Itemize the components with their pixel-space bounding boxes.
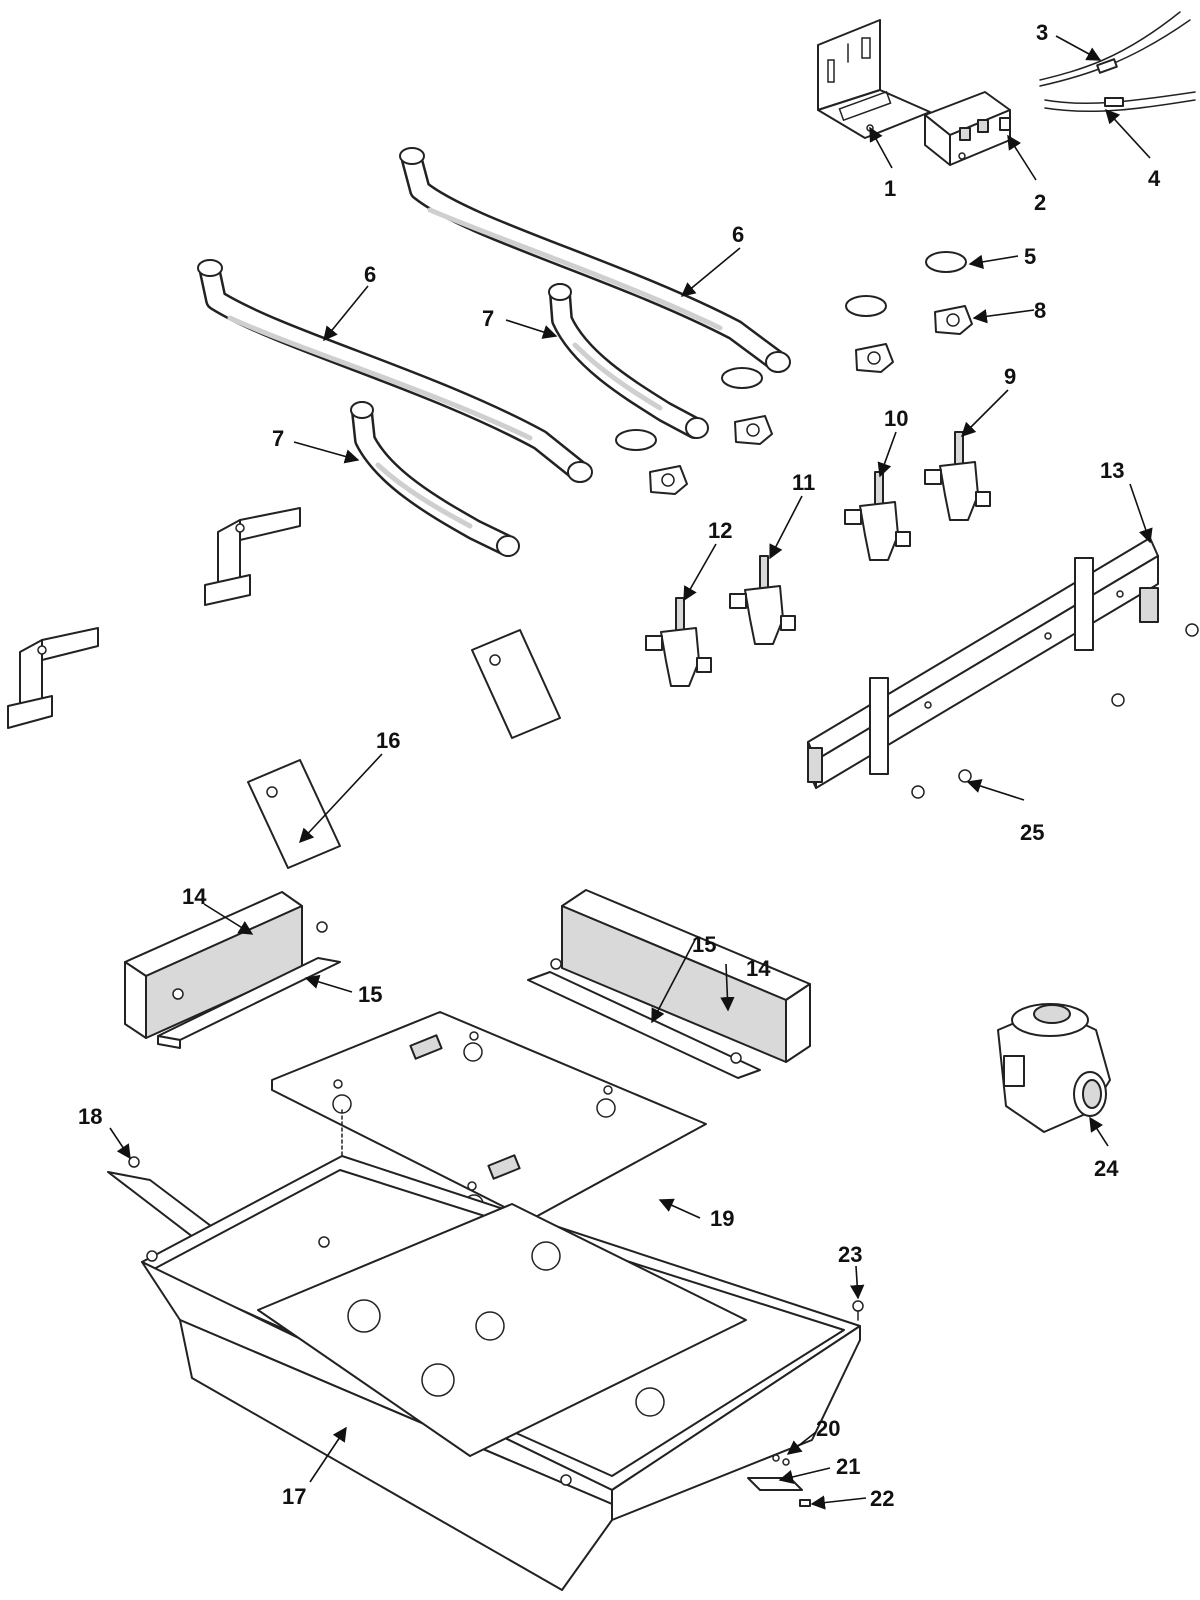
part-4-wire bbox=[1044, 91, 1196, 113]
callout-20: 20 bbox=[816, 1416, 840, 1441]
part-24-regulator bbox=[997, 1003, 1111, 1133]
callout-4: 4 bbox=[1148, 166, 1161, 191]
callout-9: 9 bbox=[1004, 364, 1016, 389]
part-21-strip bbox=[747, 1477, 803, 1491]
part-22-tab bbox=[799, 1499, 811, 1507]
callout-16: 16 bbox=[376, 728, 400, 753]
bracket-center bbox=[471, 629, 561, 739]
part-10-valve bbox=[844, 471, 911, 561]
bracket-left-upper bbox=[204, 507, 301, 606]
part-18-screw bbox=[128, 1156, 140, 1168]
callout-1: 1 bbox=[884, 176, 896, 201]
part-23-screw bbox=[852, 1300, 864, 1321]
callout-6-lower: 6 bbox=[364, 262, 376, 287]
callout-15-right: 15 bbox=[692, 932, 716, 957]
part-7-tube-lower bbox=[350, 401, 520, 557]
part-2-switch-block bbox=[924, 91, 1011, 166]
callout-15-left: 15 bbox=[358, 982, 382, 1007]
callout-3: 3 bbox=[1036, 20, 1048, 45]
part-16-bracket bbox=[247, 759, 341, 869]
callout-19: 19 bbox=[710, 1206, 734, 1231]
callout-14-left: 14 bbox=[182, 884, 207, 909]
part-19-plate bbox=[271, 1011, 707, 1449]
callout-10: 10 bbox=[884, 406, 908, 431]
callout-2: 2 bbox=[1034, 190, 1046, 215]
callout-13: 13 bbox=[1100, 458, 1124, 483]
part-3-wire bbox=[1039, 11, 1191, 87]
callout-24: 24 bbox=[1094, 1156, 1119, 1181]
part-1-bracket bbox=[817, 19, 931, 139]
part-13-manifold bbox=[807, 537, 1159, 789]
part-17-base-pan bbox=[141, 1155, 861, 1591]
callout-8: 8 bbox=[1034, 298, 1046, 323]
callout-21: 21 bbox=[836, 1454, 860, 1479]
part-20-screw bbox=[772, 1454, 790, 1466]
part-14-box-left bbox=[124, 891, 303, 1039]
callout-12: 12 bbox=[708, 518, 732, 543]
callout-14-right: 14 bbox=[746, 956, 771, 981]
callout-17: 17 bbox=[282, 1484, 306, 1509]
part-25-screw bbox=[911, 623, 1199, 799]
part-6-tube-upper bbox=[399, 147, 791, 373]
part-15-strip-left bbox=[157, 921, 341, 1049]
part-6-tube-lower bbox=[197, 259, 593, 483]
part-7-tube-upper bbox=[548, 283, 709, 439]
leader-lines bbox=[109, 35, 1153, 1510]
part-11-valve bbox=[729, 555, 796, 645]
part-14-box-right bbox=[561, 889, 811, 1063]
part-8-clip bbox=[649, 305, 973, 495]
callout-22: 22 bbox=[870, 1486, 894, 1511]
callout-5: 5 bbox=[1024, 244, 1036, 269]
part-9-valve bbox=[924, 431, 991, 521]
callout-6-upper: 6 bbox=[732, 222, 744, 247]
part-15-strip-right bbox=[527, 958, 761, 1079]
callout-25: 25 bbox=[1020, 820, 1044, 845]
callout-7-upper: 7 bbox=[482, 306, 494, 331]
callout-7-lower: 7 bbox=[272, 426, 284, 451]
callout-11: 11 bbox=[792, 470, 815, 495]
bracket-left-lower bbox=[7, 627, 99, 729]
part-5-disc bbox=[615, 251, 967, 451]
callout-18: 18 bbox=[78, 1104, 102, 1129]
callout-labels: 1 2 3 4 5 6 6 7 7 8 9 10 11 12 13 16 25 … bbox=[78, 20, 1161, 1511]
callout-23: 23 bbox=[838, 1242, 862, 1267]
part-12-valve bbox=[645, 597, 712, 687]
